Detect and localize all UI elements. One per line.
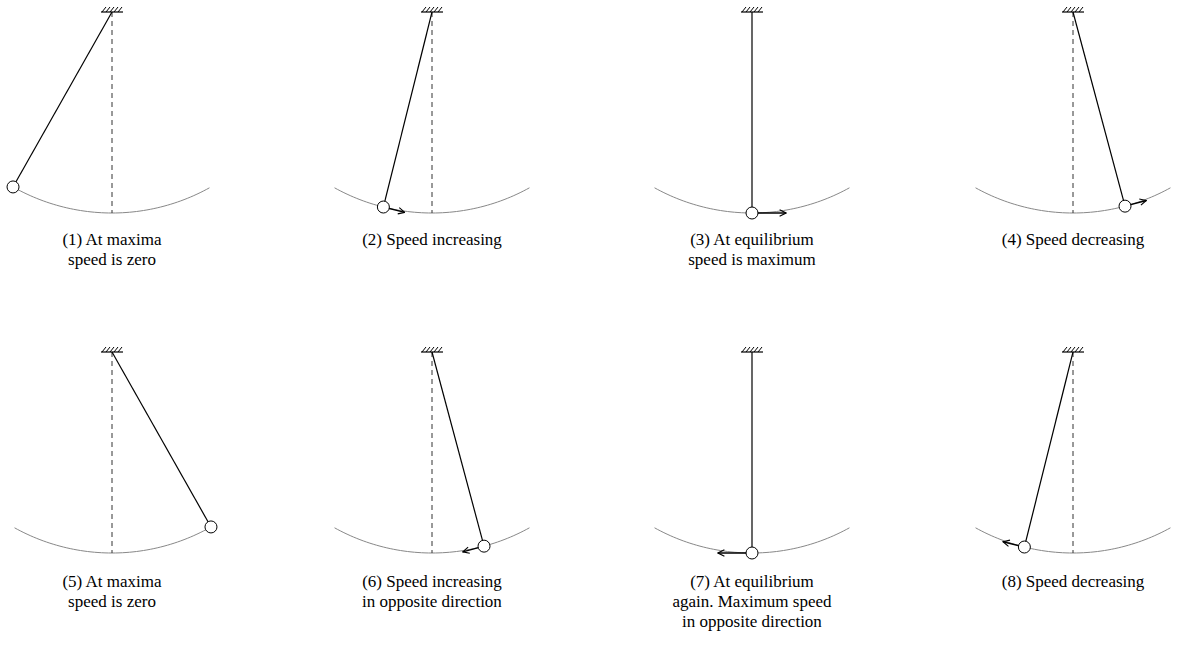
support-hatch bbox=[110, 7, 114, 12]
vertical-reference bbox=[112, 352, 113, 553]
support-hatch bbox=[422, 7, 426, 12]
bob bbox=[746, 547, 758, 559]
caption: (4) Speed decreasing bbox=[973, 230, 1173, 250]
vertical-reference bbox=[432, 352, 433, 553]
swing-arc bbox=[15, 188, 210, 213]
vertical-reference bbox=[1073, 352, 1074, 553]
support-hatch bbox=[118, 7, 122, 12]
bob bbox=[746, 207, 758, 219]
support-hatch bbox=[742, 347, 746, 352]
bob bbox=[377, 201, 389, 213]
support-hatch bbox=[1063, 7, 1067, 12]
support-hatch bbox=[438, 347, 442, 352]
bob bbox=[7, 181, 19, 193]
pendulum bbox=[335, 7, 530, 213]
support-hatch bbox=[426, 347, 430, 352]
caption: (7) At equilibrium again. Maximum speed … bbox=[670, 572, 834, 632]
string bbox=[13, 12, 112, 187]
vertical-reference bbox=[1073, 12, 1074, 213]
caption: (6) Speed increasing in opposite directi… bbox=[357, 572, 507, 612]
support-hatch bbox=[758, 347, 762, 352]
pendulum bbox=[655, 7, 850, 219]
swing-arc bbox=[335, 528, 530, 553]
vertical-reference bbox=[432, 12, 433, 213]
swing-arc bbox=[976, 528, 1171, 553]
string bbox=[751, 12, 752, 213]
support-hatch bbox=[426, 7, 430, 12]
swing-arc bbox=[15, 528, 210, 553]
vertical-reference bbox=[112, 12, 113, 213]
support-hatch bbox=[750, 7, 754, 12]
support-hatch bbox=[1063, 347, 1067, 352]
caption: (1) At maxima speed is zero bbox=[56, 230, 168, 270]
string bbox=[1024, 352, 1073, 547]
support-hatch bbox=[430, 7, 434, 12]
swing-arc bbox=[976, 188, 1171, 213]
string bbox=[432, 352, 484, 546]
support-hatch bbox=[746, 7, 750, 12]
support-hatch bbox=[114, 7, 118, 12]
pendulum bbox=[335, 347, 530, 553]
support-hatch bbox=[114, 347, 118, 352]
pendulum bbox=[7, 7, 209, 213]
bob bbox=[478, 540, 490, 552]
support-hatch bbox=[118, 347, 122, 352]
support-hatch bbox=[746, 347, 750, 352]
support-hatch bbox=[1075, 7, 1079, 12]
string bbox=[112, 352, 211, 527]
support-hatch bbox=[1071, 347, 1075, 352]
support-hatch bbox=[106, 7, 110, 12]
support-hatch bbox=[1067, 7, 1071, 12]
support-hatch bbox=[1067, 347, 1071, 352]
support-hatch bbox=[102, 7, 106, 12]
support-hatch bbox=[110, 347, 114, 352]
string bbox=[383, 12, 432, 207]
support-hatch bbox=[750, 347, 754, 352]
caption: (2) Speed increasing bbox=[332, 230, 532, 250]
pendulum bbox=[655, 347, 850, 559]
swing-arc bbox=[335, 188, 530, 213]
pendulum bbox=[976, 7, 1171, 213]
support-hatch bbox=[742, 7, 746, 12]
support-hatch bbox=[434, 7, 438, 12]
support-hatch bbox=[754, 7, 758, 12]
support-hatch bbox=[758, 7, 762, 12]
support-hatch bbox=[106, 347, 110, 352]
support-hatch bbox=[1079, 347, 1083, 352]
caption: (8) Speed decreasing bbox=[973, 572, 1173, 592]
string bbox=[751, 352, 752, 553]
support-hatch bbox=[1071, 7, 1075, 12]
bob bbox=[1119, 200, 1131, 212]
pendulum bbox=[15, 347, 217, 553]
bob bbox=[205, 521, 217, 533]
caption: (5) At maxima speed is zero bbox=[56, 572, 168, 612]
string bbox=[1073, 12, 1125, 206]
support-hatch bbox=[434, 347, 438, 352]
caption: (3) At equilibrium speed is maximum bbox=[682, 230, 822, 270]
support-hatch bbox=[1079, 7, 1083, 12]
pendulum bbox=[976, 347, 1171, 553]
support-hatch bbox=[422, 347, 426, 352]
support-hatch bbox=[430, 347, 434, 352]
support-hatch bbox=[102, 347, 106, 352]
support-hatch bbox=[438, 7, 442, 12]
support-hatch bbox=[1075, 347, 1079, 352]
bob bbox=[1018, 541, 1030, 553]
support-hatch bbox=[754, 347, 758, 352]
